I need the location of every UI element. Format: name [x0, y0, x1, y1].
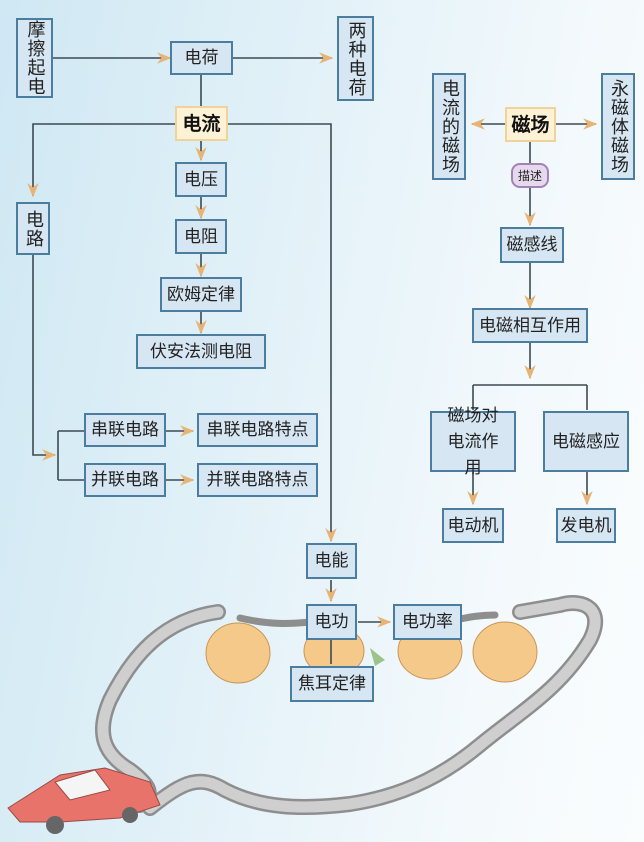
lemon-1	[205, 622, 271, 684]
node-series-circuit: 串联电路	[84, 413, 166, 447]
node-magnetic-field-lines: 磁感线	[500, 227, 564, 263]
node-electric-work: 电功	[306, 604, 357, 640]
label-describe: 描述	[511, 163, 549, 188]
node-electric-current: 电流	[175, 106, 228, 141]
lemon-4	[472, 621, 538, 683]
node-parallel-features: 并联电路特点	[197, 463, 318, 497]
node-voltage: 电压	[175, 162, 227, 197]
node-series-features: 串联电路特点	[197, 413, 318, 447]
node-generator: 发电机	[556, 508, 616, 543]
node-electric-power: 电功率	[393, 604, 462, 640]
node-resistance: 电阻	[175, 219, 227, 254]
node-joules-law: 焦耳定律	[290, 666, 374, 702]
node-electromagnetic-induction: 电磁感应	[543, 411, 629, 472]
node-force-on-current: 磁场对电流作用	[430, 406, 516, 478]
node-electromagnetic-interaction: 电磁相互作用	[472, 308, 588, 343]
node-voltammetry: 伏安法测电阻	[136, 334, 266, 369]
node-friction-electrification: 摩擦起电	[16, 18, 53, 98]
node-current-magnetic-field: 电流的磁场	[432, 73, 466, 180]
node-electric-energy: 电能	[306, 543, 357, 579]
node-ohms-law: 欧姆定律	[160, 277, 242, 312]
car-illustration	[7, 767, 161, 834]
node-parallel-circuit: 并联电路	[84, 463, 166, 497]
node-electric-charge: 电荷	[170, 41, 233, 75]
node-electric-motor: 电动机	[442, 508, 504, 543]
node-permanent-magnet-field: 永磁体磁场	[601, 73, 635, 180]
node-two-kinds-of-charge: 两种电荷	[337, 16, 374, 101]
node-magnetic-field: 磁场	[505, 107, 556, 142]
node-circuit: 电路	[16, 202, 50, 255]
